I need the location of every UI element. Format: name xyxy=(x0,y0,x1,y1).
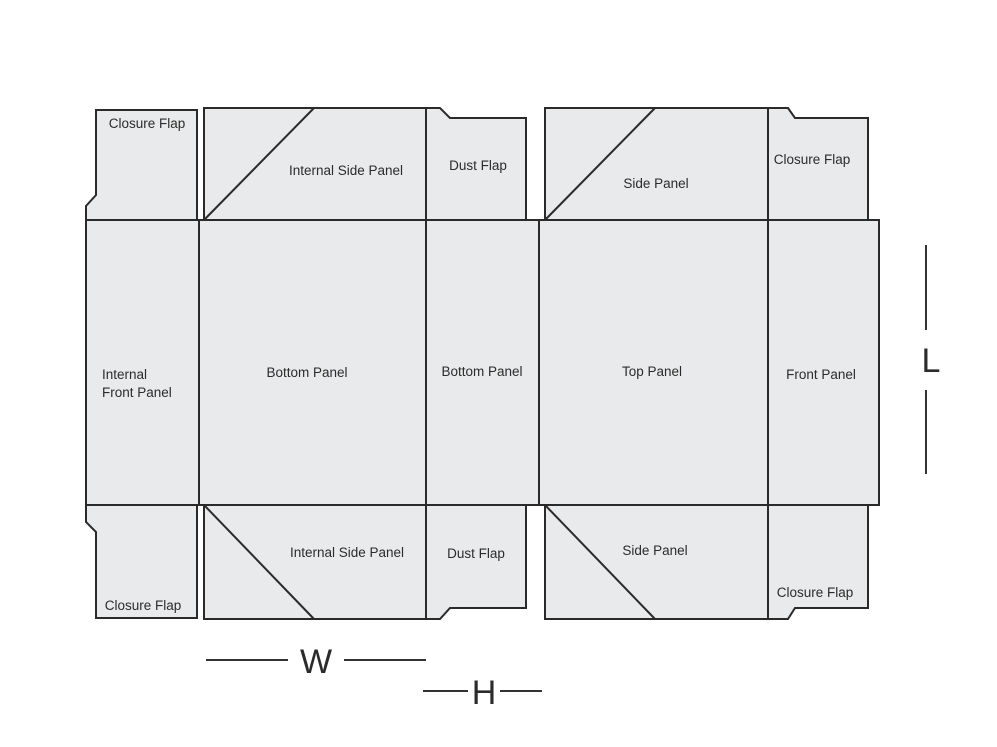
height-dimension-label: H xyxy=(472,674,497,712)
label-internal-side-panel-bottom: Internal Side Panel xyxy=(290,545,404,560)
dust-flap-bottom xyxy=(425,504,527,620)
bottom-panel-side xyxy=(425,219,540,506)
label-closure-flap-top-left: Closure Flap xyxy=(109,116,186,131)
label-internal-front-panel-line2: Front Panel xyxy=(102,385,172,400)
side-panel-top xyxy=(544,107,769,221)
closure-flap-bottom-left xyxy=(85,504,198,619)
label-closure-flap-top-right: Closure Flap xyxy=(774,152,851,167)
front-panel xyxy=(767,219,880,506)
closure-flap-bottom-right xyxy=(767,504,869,620)
label-dust-flap-bottom: Dust Flap xyxy=(447,546,505,561)
label-bottom-panel-main: Bottom Panel xyxy=(266,365,347,380)
label-side-panel-top: Side Panel xyxy=(623,176,688,191)
internal-side-panel-top xyxy=(203,107,427,221)
label-side-panel-bottom: Side Panel xyxy=(622,543,687,558)
side-panel-bottom-fold xyxy=(544,504,656,620)
label-internal-front-panel-line1: Internal xyxy=(102,367,147,382)
internal-side-panel-bottom xyxy=(203,504,427,620)
label-internal-side-panel-top: Internal Side Panel xyxy=(289,163,403,178)
label-bottom-panel-side: Bottom Panel xyxy=(441,364,522,379)
bottom-panel-main xyxy=(198,219,427,506)
label-top-panel: Top Panel xyxy=(622,364,682,379)
label-front-panel: Front Panel xyxy=(786,367,856,382)
internal-side-panel-bottom-fold xyxy=(203,504,315,620)
label-closure-flap-bottom-left: Closure Flap xyxy=(105,598,182,613)
label-dust-flap-top: Dust Flap xyxy=(449,158,507,173)
width-dimension-label: W xyxy=(300,643,332,681)
side-panel-top-fold xyxy=(544,107,656,221)
side-panel-bottom xyxy=(544,504,769,620)
internal-front-panel xyxy=(85,219,200,506)
internal-side-panel-top-fold xyxy=(203,107,315,221)
top-panel xyxy=(538,219,769,506)
length-dimension-label: L xyxy=(922,342,941,380)
label-closure-flap-bottom-right: Closure Flap xyxy=(777,585,854,600)
